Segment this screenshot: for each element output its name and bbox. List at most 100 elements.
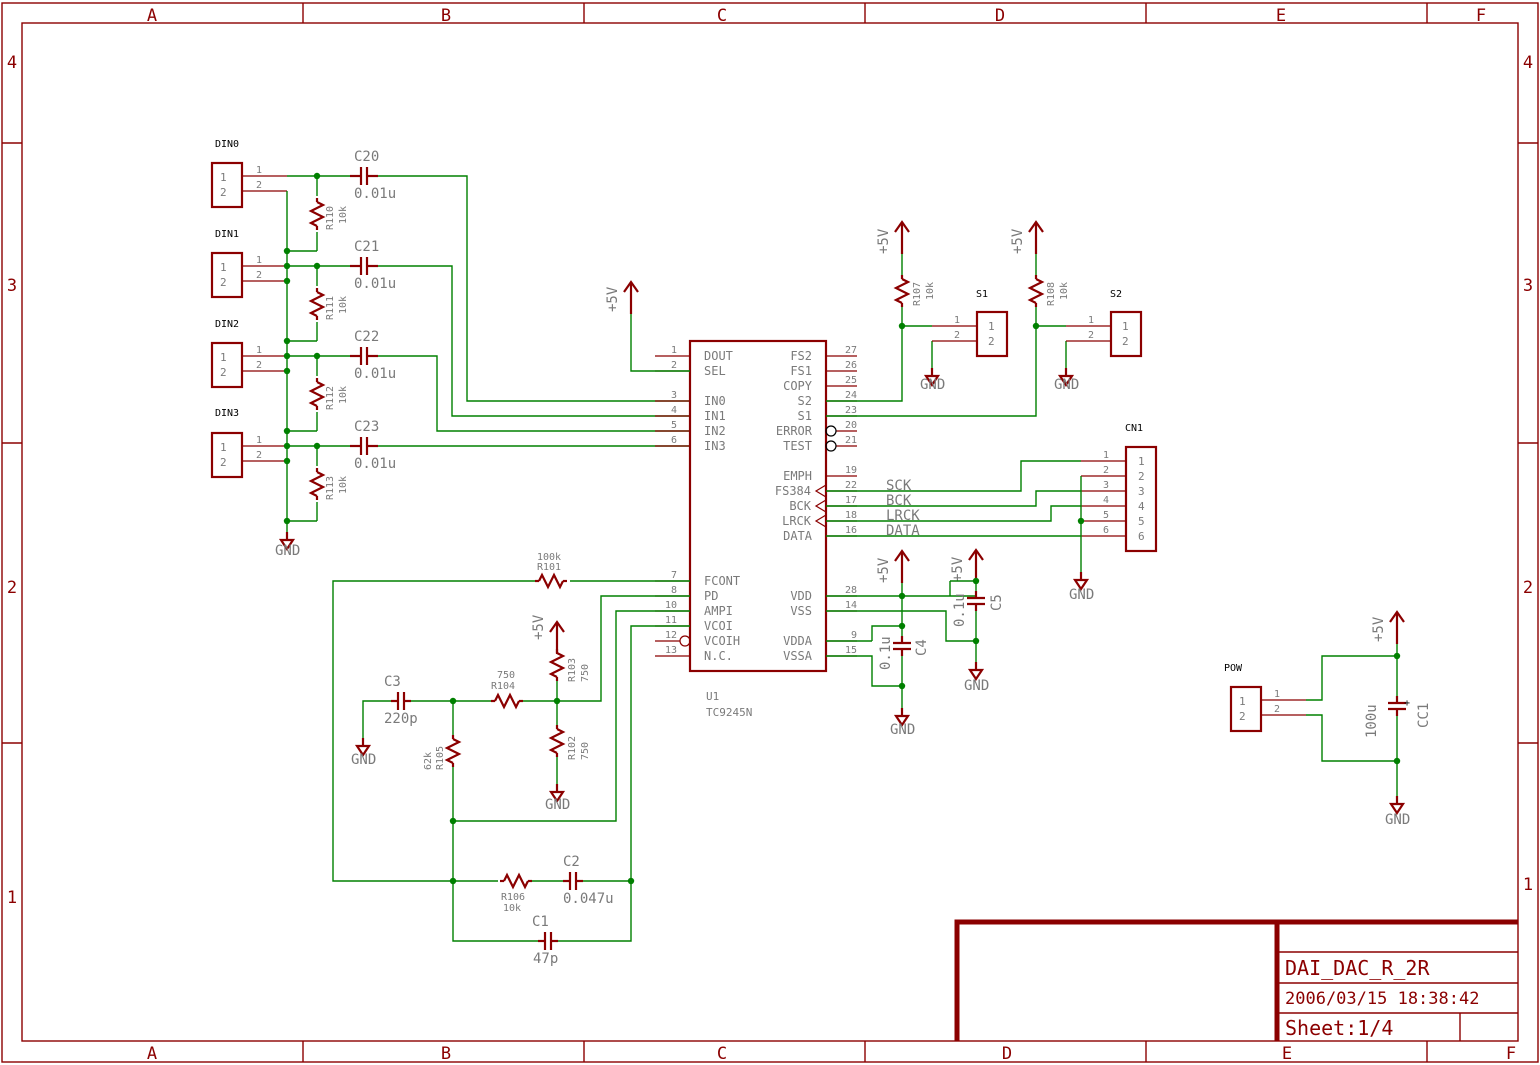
svg-text:0.047u: 0.047u	[563, 891, 614, 907]
ic-pin-name: VDD	[790, 589, 812, 603]
svg-text:DIN3: DIN3	[215, 408, 239, 419]
col-label-d: D	[995, 6, 1005, 26]
col-label-f-bottom: F	[1506, 1044, 1516, 1064]
svg-text:S1: S1	[976, 289, 988, 300]
svg-text:47p: 47p	[533, 951, 558, 967]
ic-pin-num: 14	[845, 600, 857, 611]
ic-pin-name: FS2	[790, 349, 812, 363]
ic-pin-num: 19	[845, 465, 857, 476]
ic-pin-name: BCK	[789, 499, 811, 513]
ic-pin-name: FS1	[790, 364, 812, 378]
svg-text:1: 1	[1088, 315, 1094, 326]
svg-text:2: 2	[220, 366, 227, 379]
svg-text:GND: GND	[545, 797, 570, 813]
svg-text:2: 2	[1239, 710, 1246, 723]
ic-pin-name: SEL	[704, 364, 726, 378]
svg-text:GND: GND	[275, 543, 300, 559]
svg-text:C1: C1	[532, 914, 549, 930]
svg-text:+5V: +5V	[1010, 228, 1026, 254]
ic-pin-num: 5	[671, 420, 677, 431]
svg-text:GND: GND	[890, 722, 915, 738]
svg-text:+5V: +5V	[876, 557, 892, 583]
ic-pin-num: 4	[671, 405, 677, 416]
ic-pin-name: VDDA	[783, 634, 813, 648]
ic-pin-name: VSS	[790, 604, 812, 618]
col-label-c-bottom: C	[717, 1044, 727, 1064]
ic-pin-num: 16	[845, 525, 857, 536]
row-label-4-right: 4	[1523, 53, 1533, 73]
svg-text:+5V: +5V	[876, 228, 892, 254]
svg-text:2: 2	[988, 335, 995, 348]
column-labels: A B C D E F A B C D E F	[147, 6, 1516, 1064]
row-label-2-right: 2	[1523, 578, 1533, 598]
svg-text:1: 1	[220, 261, 227, 274]
ic-pin-name: PD	[704, 589, 718, 603]
svg-text:750: 750	[497, 670, 515, 681]
r112-label: R112	[325, 386, 336, 410]
ic-pin-num: 3	[671, 390, 677, 401]
ic-pin-name: N.C.	[704, 649, 733, 663]
svg-text:4: 4	[1103, 495, 1109, 506]
connector-din0: DIN0 1 2 1 2	[210, 139, 287, 209]
ic-pin-num: 2	[671, 360, 677, 371]
svg-text:220p: 220p	[384, 711, 418, 727]
svg-text:3: 3	[1138, 485, 1145, 498]
net-lrck: LRCK	[886, 508, 920, 524]
title-name: DAI_DAC_R_2R	[1285, 956, 1430, 980]
title-sheet: Sheet:1/4	[1285, 1016, 1393, 1040]
connector-din3: DIN3 1 2 1 2	[210, 408, 287, 479]
ic-pin-num: 15	[845, 645, 857, 656]
switch-s1: +5V R107 10k GND 1 2 1 2 S1	[826, 220, 1009, 402]
ic-pin-num: 10	[665, 600, 677, 611]
ic-pin-num: 21	[845, 435, 857, 446]
svg-text:2: 2	[1088, 330, 1094, 341]
svg-text:5: 5	[1138, 515, 1145, 528]
svg-text:1: 1	[1122, 320, 1129, 333]
svg-text:62k: 62k	[423, 752, 434, 770]
input-termination-resistors: R110 10k R111 10k R112 10k R113 10k	[309, 196, 349, 502]
svg-text:1: 1	[1274, 689, 1280, 700]
ic-pin-num: 7	[671, 570, 677, 581]
c21-label: C21	[354, 239, 379, 255]
svg-text:2: 2	[1274, 704, 1280, 715]
col-label-b: B	[441, 6, 451, 26]
svg-text:DIN2: DIN2	[215, 319, 239, 330]
svg-text:R108: R108	[1046, 282, 1057, 306]
svg-text:4: 4	[1138, 500, 1145, 513]
ic-pin-num: 27	[845, 345, 857, 356]
svg-text:1: 1	[256, 255, 262, 266]
ic-pin-name: VCOI	[704, 619, 733, 633]
r110-label: R110	[325, 206, 336, 230]
svg-text:+5V: +5V	[531, 614, 547, 640]
input-coupling-caps: C20 0.01u C21 0.01u C22 0.01u C23 0.01u	[350, 149, 396, 472]
switch-s2: +5V R108 10k GND 1 2 1 2 S2	[826, 220, 1143, 417]
row-label-1-right: 1	[1523, 875, 1533, 895]
c23-label: C23	[354, 419, 379, 435]
ic-pin-num: 12	[665, 630, 677, 641]
ic-pin-name: ERROR	[776, 424, 813, 438]
svg-text:C4: C4	[914, 639, 930, 656]
svg-text:100u: 100u	[1364, 704, 1380, 738]
ic-pin-num: 8	[671, 585, 677, 596]
pll-filter: 100k R101 +5V R103 750 R102 750 GND 750 …	[332, 552, 690, 967]
ic-pin-name: S2	[798, 394, 812, 408]
c23-value: 0.01u	[354, 456, 396, 472]
svg-text:1: 1	[954, 315, 960, 326]
c22-label: C22	[354, 329, 379, 345]
svg-text:2: 2	[256, 450, 262, 461]
svg-text:R106: R106	[501, 892, 525, 903]
ic-pin-num: 24	[845, 390, 857, 401]
ic-pin-name: LRCK	[782, 514, 812, 528]
svg-text:R102: R102	[567, 736, 578, 760]
r111-value: 10k	[338, 296, 349, 314]
ic-pin-name: FCONT	[704, 574, 740, 588]
